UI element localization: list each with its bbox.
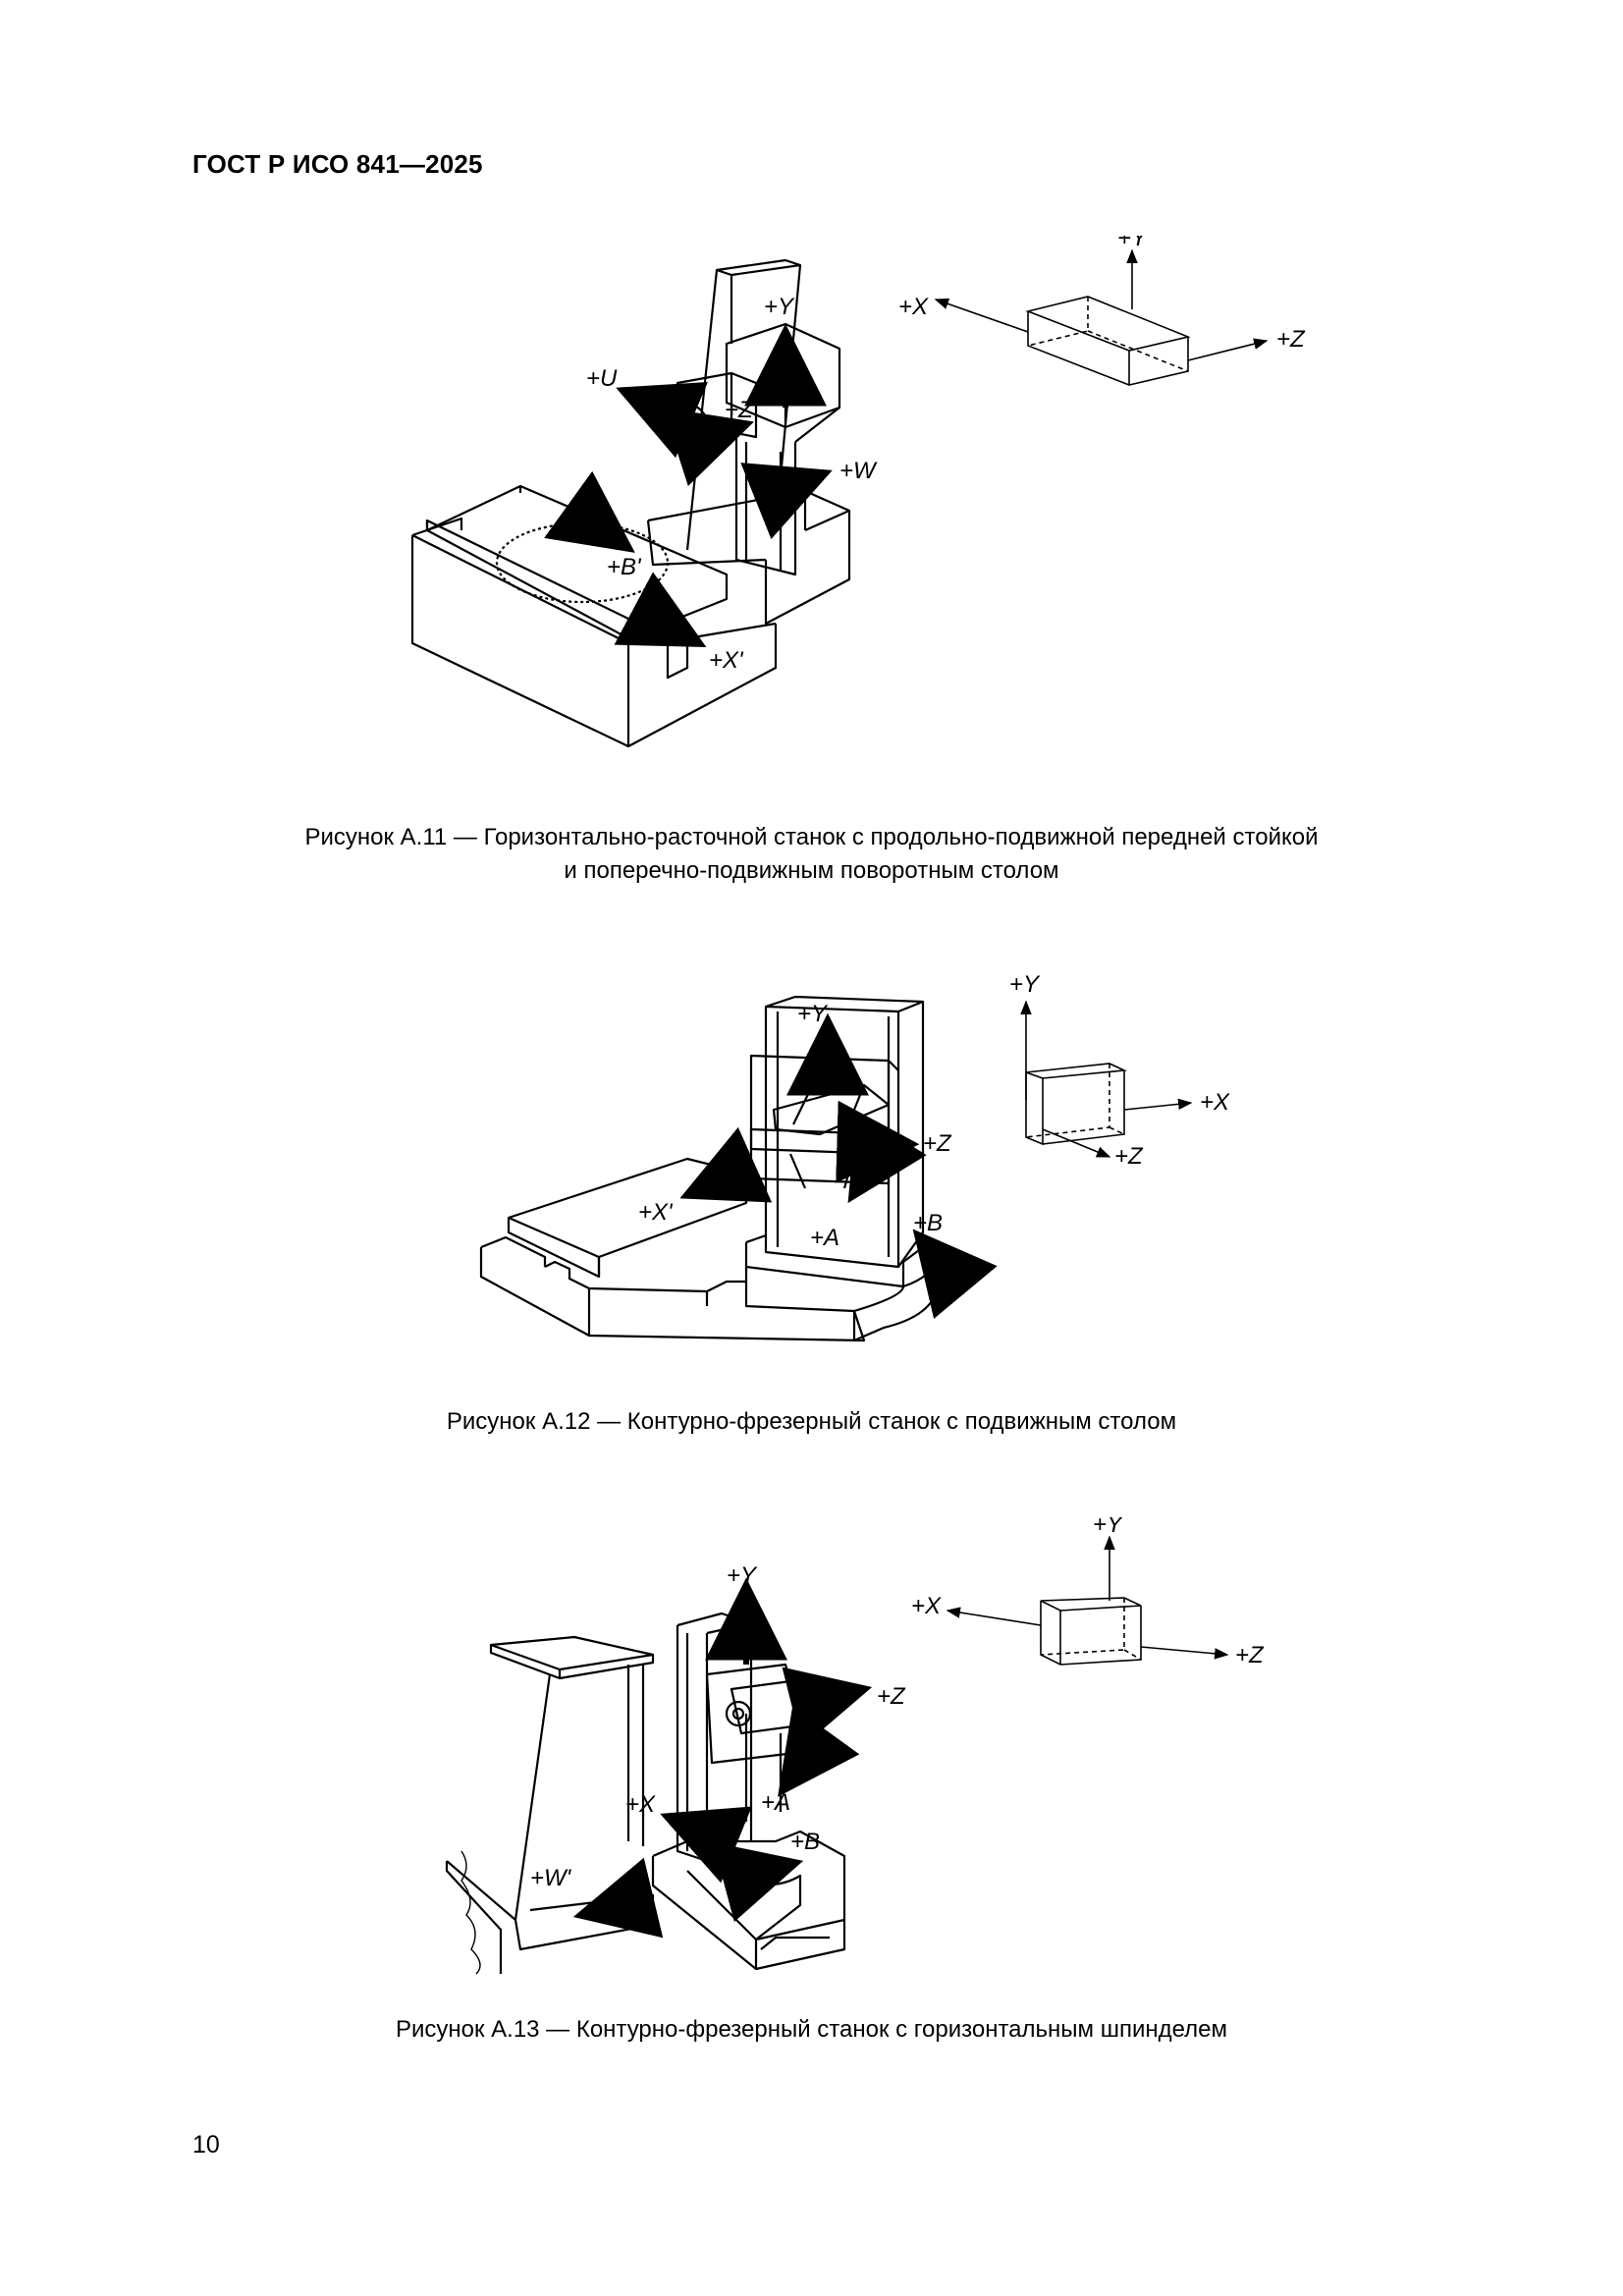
coord-label-z: +Z	[1114, 1143, 1144, 1170]
figure-a11-caption-line1: Рисунок А.11 — Горизонтально-расточной с…	[304, 824, 1319, 850]
label-x: +X	[625, 1791, 656, 1818]
u-axis-arrow	[616, 381, 709, 459]
label-w: +W	[839, 458, 878, 484]
label-z: +Z	[923, 1130, 952, 1157]
figure-a12-drawing: +Y +Z +X' +A +B +Y +X +Z	[479, 971, 1230, 1342]
x-axis-arrow	[660, 1806, 752, 1884]
label-y: +Y	[727, 1562, 758, 1589]
label-u: +U	[586, 365, 618, 392]
coord-label-x: +X	[898, 294, 929, 320]
label-x: +X'	[638, 1199, 674, 1226]
w-axis-arrow	[572, 1857, 664, 1939]
figure-a12-caption: Рисунок А.12 — Контурно-фрезерный станок…	[446, 1408, 1177, 1435]
page-number: 10	[192, 2131, 220, 2159]
x-axis-arrow	[679, 1126, 773, 1203]
coord-label-y: +Y	[1117, 236, 1149, 251]
w-axis-arrow	[740, 463, 833, 540]
coord-label-z: +Z	[1235, 1642, 1265, 1668]
figure-a13-caption: Рисунок А.13 — Контурно-фрезерный станок…	[395, 2016, 1228, 2043]
coordinate-system-a12	[1020, 1000, 1193, 1158]
label-b: +B	[790, 1829, 820, 1855]
z-axis-arrow	[836, 1100, 920, 1183]
label-y: +Y	[797, 1001, 829, 1027]
coord-label-x: +X	[1200, 1089, 1230, 1116]
motion-arrows-a13	[572, 1577, 873, 1939]
label-z: +Z	[877, 1683, 906, 1710]
figure-a13: +Y +Z +X +A +B +W' +Y +X +Z Рисунок А.13…	[0, 1517, 1623, 2067]
figure-a11-caption-line2: и поперечно-подвижным поворотным столом	[564, 857, 1059, 884]
machine-a12	[479, 995, 940, 1342]
motion-arrows-a12	[679, 1012, 998, 1319]
label-y: +Y	[764, 294, 795, 320]
b-rotation-arrow	[912, 1229, 998, 1319]
label-x: +X'	[709, 647, 744, 674]
figure-a12: +Y +Z +X' +A +B +Y +X +Z Рисунок А.12 — …	[0, 962, 1623, 1453]
coord-label-x: +X	[911, 1593, 942, 1619]
label-a: +A	[761, 1789, 790, 1816]
coord-label-y: +Y	[1093, 1517, 1124, 1538]
figure-a11-drawing: +U +Y +Z +W +B' +X' +Y +X +Z	[410, 236, 1306, 748]
document-header: ГОСТ Р ИСО 841—2025	[192, 149, 483, 179]
label-a: +A	[810, 1225, 839, 1251]
b-rotation-arrow	[713, 1841, 804, 1923]
a-rotation-arrow	[778, 1706, 860, 1797]
label-b: +B'	[607, 554, 642, 580]
b-rotation-arrow	[544, 470, 635, 553]
x-axis-arrow	[614, 572, 707, 647]
figure-a13-drawing: +Y +Z +X +A +B +W' +Y +X +Z	[445, 1517, 1265, 1975]
coordinate-system-a13	[946, 1535, 1229, 1666]
figure-a11: +U +Y +Z +W +B' +X' +Y +X +Z Рисунок А.1…	[0, 236, 1623, 923]
motion-arrows-a11	[544, 323, 833, 647]
coord-label-y: +Y	[1009, 971, 1041, 998]
z-axis-arrow	[663, 408, 755, 487]
label-b: +B	[913, 1210, 943, 1236]
a-rotation-arrow	[847, 1111, 927, 1204]
label-w: +W'	[530, 1865, 572, 1891]
z-axis-arrow	[782, 1667, 873, 1748]
coord-label-z: +Z	[1276, 326, 1306, 353]
coordinate-system-a11	[934, 248, 1269, 386]
label-z: +Z	[725, 397, 754, 423]
